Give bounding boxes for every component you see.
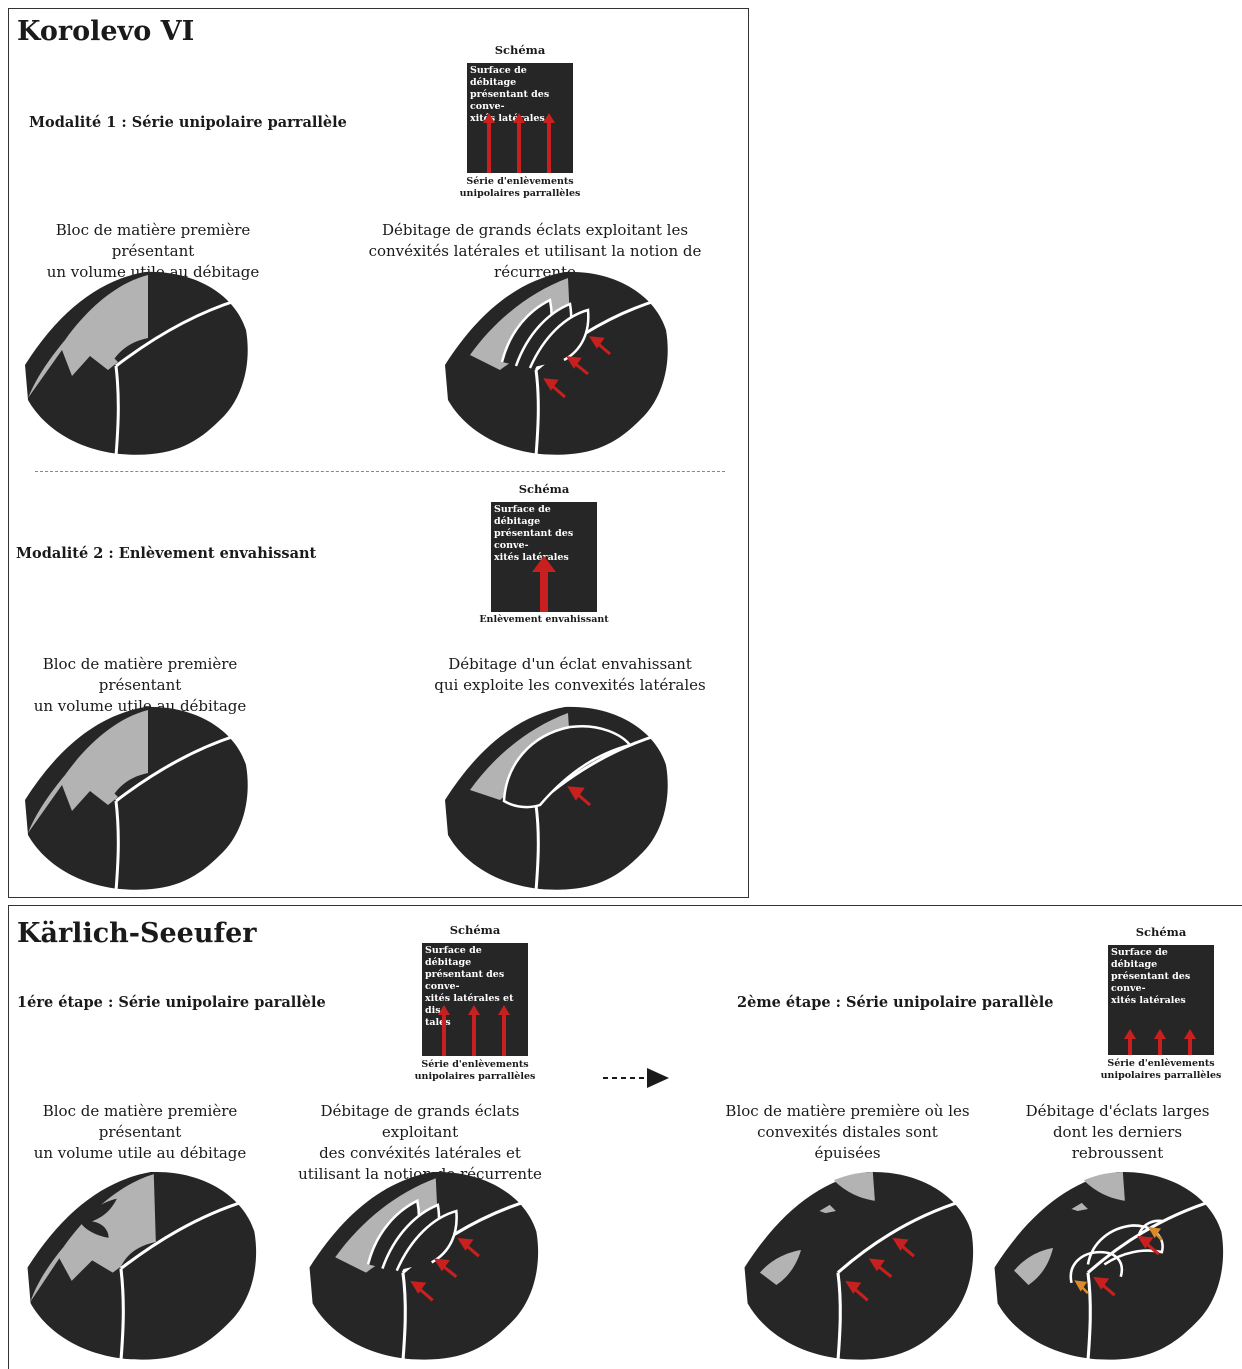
schema-arrow [543, 113, 555, 173]
mod2-title: Modalité 2 : Enlèvement envahissant [16, 545, 317, 562]
korolevo-separator [35, 471, 725, 472]
mod2-schema-arrow [532, 556, 556, 612]
step1-schema-arrows [438, 1005, 510, 1056]
step2-caption-left: Bloc de matière première où les convexit… [725, 1102, 970, 1162]
mod2-schema-label: Schéma [518, 482, 570, 496]
mod2-schema-caption: Enlèvement envahissant [479, 614, 609, 625]
step1-schema-text: Surface de débitage présentant des conve… [425, 945, 514, 1028]
step1-caption-left: Bloc de matière première présentant un v… [33, 1102, 247, 1162]
mod2-caption-right: Débitage d'un éclat envahissant qui expl… [434, 655, 706, 694]
karlich-title: Kärlich-Seeufer [17, 918, 257, 949]
schema-arrow [483, 113, 495, 173]
mod1-schema-arrows [483, 113, 555, 173]
step2-schema-text: Surface de débitage présentant des conve… [1111, 947, 1191, 1006]
core-block-flaked-parallel [445, 271, 668, 457]
step-transition-arrow [603, 1068, 669, 1088]
core-block-hinged-flakes [994, 1171, 1224, 1362]
step1-schema-caption: Série d'enlèvements unipolaires parrallè… [414, 1059, 536, 1082]
korolevo-title: Korolevo VI [17, 16, 195, 47]
core-block-raw-2 [25, 706, 248, 892]
core-block-raw [25, 271, 248, 457]
step1-title: 1ére étape : Série unipolaire parallèle [17, 994, 326, 1011]
step1-schema-box: Surface de débitage présentant des conve… [422, 943, 528, 1056]
mod1-schema-box: Surface de débitage présentant des conve… [467, 63, 573, 173]
step2-title: 2ème étape : Série unipolaire parallèle [737, 994, 1054, 1011]
core-block-invasive-flake [445, 706, 668, 892]
mod2-caption-left: Bloc de matière première présentant un v… [33, 655, 247, 715]
mod1-schema-label: Schéma [494, 43, 546, 57]
schema-arrow [513, 113, 525, 173]
step2-schema-arrows [1124, 1029, 1196, 1055]
mod1-schema-caption: Série d'enlèvements unipolaires parrallè… [459, 176, 581, 199]
mod1-caption-left: Bloc de matière première présentant un v… [46, 221, 260, 281]
step1-schema-label: Schéma [449, 923, 501, 937]
core-block-exhausted [744, 1171, 974, 1362]
step2-schema-label: Schéma [1135, 925, 1187, 939]
step2-schema-caption: Série d'enlèvements unipolaires parrallè… [1100, 1058, 1222, 1081]
step2-caption-right: Débitage d'éclats larges dont les dernie… [1025, 1102, 1210, 1162]
mod2-schema-box: Surface de débitage présentant des conve… [491, 502, 597, 612]
mod1-title: Modalité 1 : Série unipolaire parrallèle [29, 114, 347, 131]
step2-schema-box: Surface de débitage présentant des conve… [1108, 945, 1214, 1055]
core-block-flaked-step1 [309, 1171, 539, 1362]
mod2-schema-text: Surface de débitage présentant des conve… [494, 504, 574, 563]
core-block-raw-3 [27, 1171, 257, 1362]
